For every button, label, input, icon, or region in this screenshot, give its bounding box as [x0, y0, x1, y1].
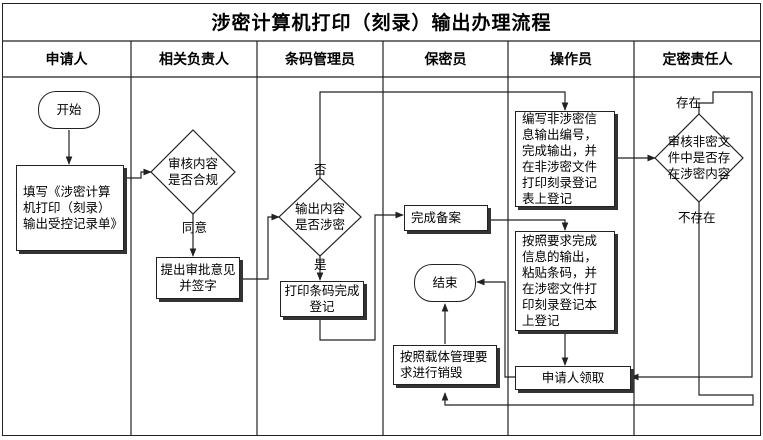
edge-exists-loop [630, 91, 753, 381]
label-agree: 同意 [182, 220, 208, 235]
lane-operator: 操作员 [550, 52, 592, 68]
classified-output-node: 按照要求完成信息的输出，粘贴条码，并在涉密文件打印刻录登记本上登记 [515, 231, 615, 331]
applicant-receive-node: 申请人领取 [515, 366, 631, 390]
edge-no-to-nonclassified [319, 91, 569, 178]
end-node: 结束 [414, 264, 476, 302]
edge-form-to-review [124, 168, 152, 179]
lane-classification-officer: 定密责任人 [662, 52, 733, 68]
lane-responsible: 相关负责人 [159, 52, 229, 68]
nonclassified-output-node: 编写非涉密信息输出编号，完成输出，并在非涉密文件打印刻录登记表上登记 [515, 111, 615, 207]
lane-barcode-admin: 条码管理员 [285, 52, 355, 68]
print-barcode-node: 打印条码完成登记 [280, 281, 364, 317]
edge-receive-to-end [476, 278, 515, 378]
review-nonclassified-label: 审核非密文件中是否存在涉密内容 [667, 134, 731, 181]
outer-frame [2, 3, 761, 436]
start-node: 开始 [38, 91, 100, 129]
edge-filing-to-output [488, 219, 569, 231]
edge-notexists-to-destroy [441, 202, 754, 406]
label-exists: 存在 [676, 95, 702, 110]
label-no: 否 [314, 162, 327, 177]
lane-security-officer: 保密员 [424, 52, 467, 68]
complete-filing-node: 完成备案 [404, 205, 488, 231]
check-classified-label: 输出内容是否涉密 [294, 201, 345, 232]
fill-form-node: 填写《涉密计算机打印（刻录）输出受控记录单》 [16, 165, 124, 251]
flowchart-title: 涉密计算机打印（刻录）输出办理流程 [211, 11, 552, 34]
sign-approval-node: 提出审批意见并签字 [156, 257, 240, 299]
label-not-exists: 不存在 [678, 210, 716, 225]
lane-applicant: 申请人 [45, 52, 88, 68]
edge-barcode-to-filing [319, 211, 404, 341]
review-compliance-label: 审核内容是否合规 [167, 156, 218, 187]
edge-sign-to-decision [240, 213, 280, 280]
destroy-node: 按照载体管理要求进行销毁 [393, 345, 497, 385]
label-yes: 是 [314, 257, 327, 272]
